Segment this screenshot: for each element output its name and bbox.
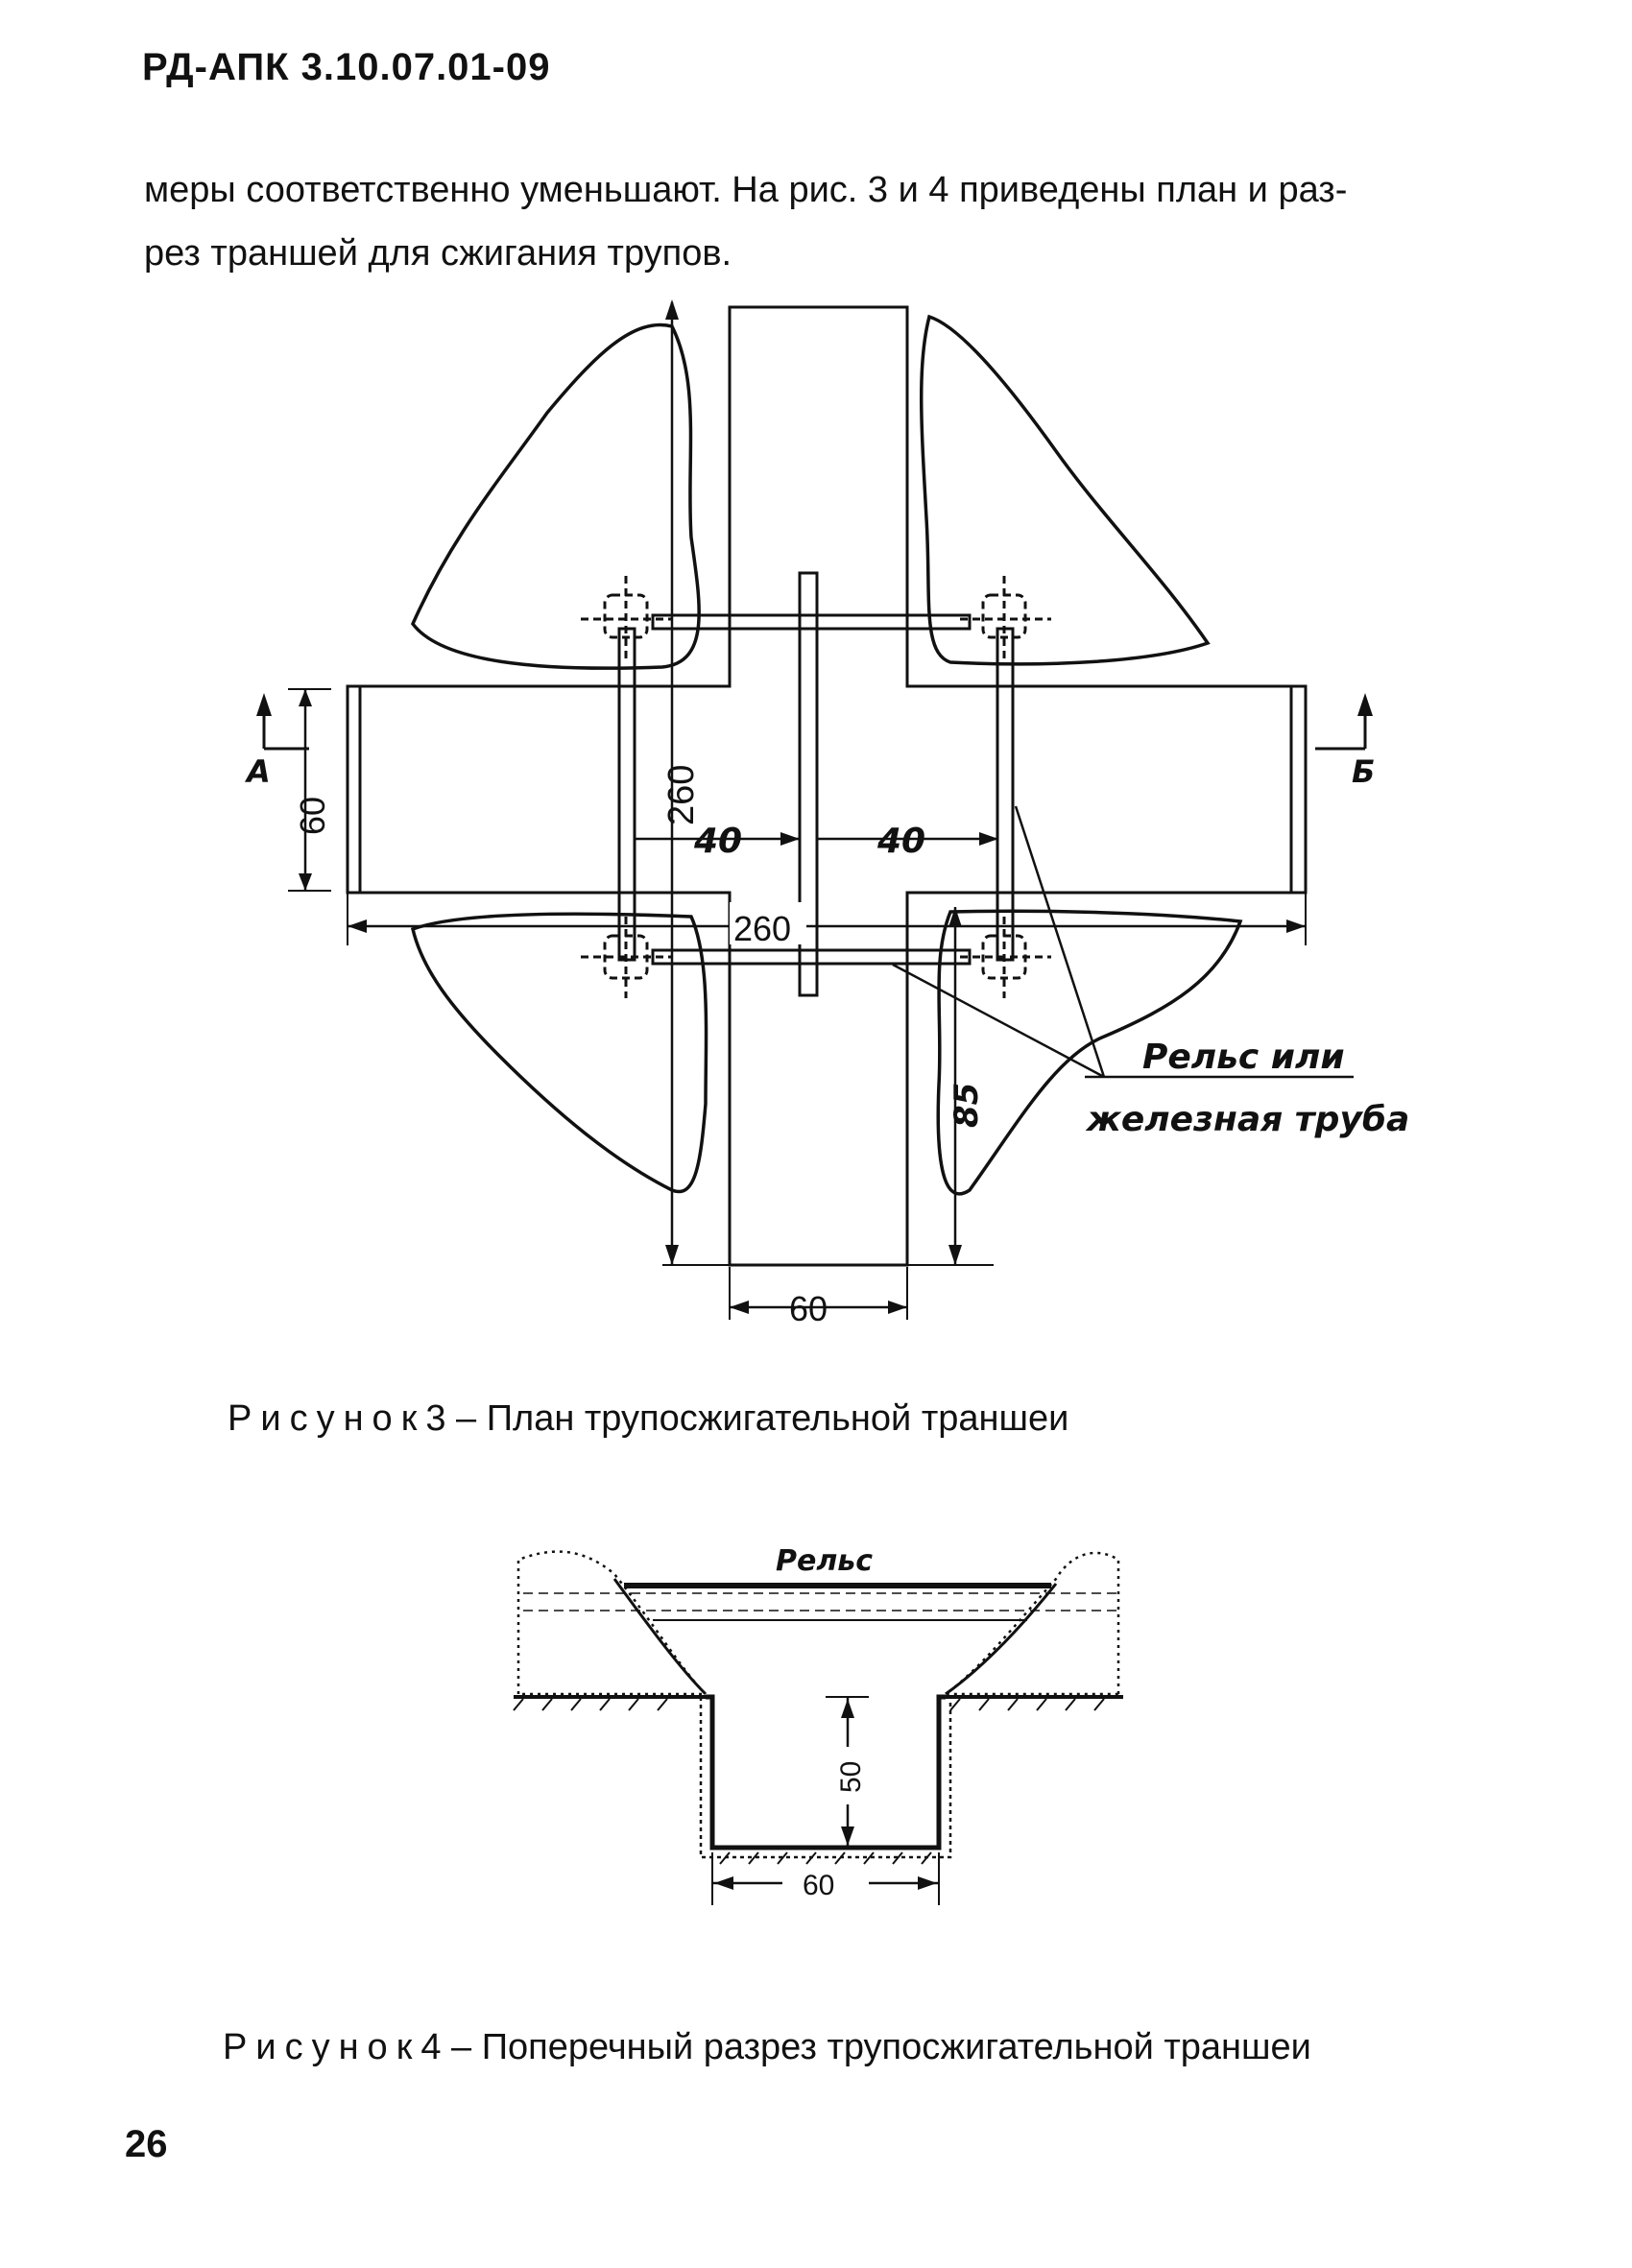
soil-heap-top-left: [410, 322, 701, 670]
leader-line-2: [892, 963, 1105, 1079]
dim-60-left-label: 60: [293, 797, 332, 835]
figure-3-caption: Рисунок3 – План трупосжигательной транше…: [228, 1398, 1068, 1440]
trench-profile: [706, 1694, 946, 1850]
figure-3-caption-number: 3: [425, 1398, 446, 1439]
figure-3-plan-drawing: 260 60 40 40 260 85 60 А Б Рельс или жел…: [244, 299, 1409, 1328]
soil-heap-bottom-left: [410, 912, 708, 1194]
soil-heap-top-right: [919, 314, 1211, 666]
dim-260-horizontal-label: 260: [733, 909, 791, 948]
support-marker-top-right: [960, 576, 1051, 662]
soil-mound-left: [516, 1550, 709, 1696]
dim-260-vertical-label: 260: [661, 765, 702, 825]
leader-line-1: [1014, 805, 1106, 1078]
width-label: 60: [803, 1870, 834, 1901]
dim-40-left-label: 40: [693, 822, 742, 861]
rail-center-vertical: [798, 571, 819, 997]
dim-40-right-label: 40: [876, 822, 925, 861]
annotation-line-2: железная труба: [1085, 1100, 1409, 1139]
dim-85-label: 85: [948, 1083, 986, 1128]
rail-top-horizontal: [651, 613, 972, 631]
support-marker-bottom-right: [960, 917, 1051, 998]
figure-4-caption-text: – Поперечный разрез трупосжигательной тр…: [441, 2027, 1311, 2067]
section-label-left: А: [244, 753, 271, 790]
figure-4-caption-number: 4: [420, 2027, 442, 2067]
figure-4-caption-label: Рисунок: [223, 2027, 421, 2067]
page-number: 26: [125, 2123, 168, 2165]
figure-3-caption-text: – План трупосжигательной траншеи: [445, 1398, 1069, 1439]
rail-bottom-horizontal: [651, 948, 972, 966]
depth-label: 50: [835, 1761, 867, 1793]
support-marker-top-left: [581, 576, 672, 662]
rail-label: Рельс: [776, 1544, 873, 1578]
figure-3-caption-label: Рисунок: [228, 1398, 426, 1439]
body-paragraph: меры соответственно уменьшают. На рис. 3…: [144, 158, 1507, 285]
document-code-header: РД-АПК 3.10.07.01-09: [142, 46, 551, 88]
body-line-1: меры соответственно уменьшают. На рис. 3…: [144, 170, 1348, 210]
dim-60-bottom-label: 60: [789, 1289, 828, 1328]
soil-heap-bottom-right: [936, 909, 1243, 1196]
body-line-2: рез траншей для сжигания трупов.: [144, 233, 732, 274]
annotation-line-1: Рельс или: [1142, 1038, 1345, 1077]
section-label-right: Б: [1352, 753, 1375, 790]
support-marker-bottom-left: [581, 917, 672, 998]
figure-4-caption: Рисунок4 – Поперечный разрез трупосжигат…: [223, 2027, 1311, 2068]
